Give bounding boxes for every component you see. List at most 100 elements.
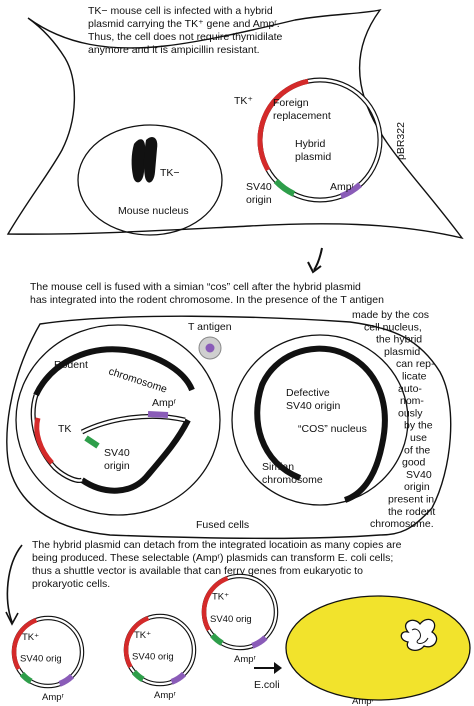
amp-label: Ampʳ	[154, 690, 177, 701]
bacterial-chromosome-icon	[400, 618, 438, 652]
pbr322-label: pBR322	[395, 122, 407, 160]
ecoli-label: E.coli	[254, 679, 280, 691]
svg-text:has integrated into the rodent: has integrated into the rodent chromosom…	[30, 294, 384, 306]
caption-middle-line-1: The mouse cell is fused with a simian “c…	[30, 281, 361, 293]
tk-segment	[11, 617, 38, 671]
caption-middle-right-line-17: the rodent	[388, 506, 435, 518]
sv40-orig-label: SV40 orig	[132, 652, 174, 663]
tk-plus-label: TK⁺	[22, 632, 39, 643]
svg-text:The hybrid plasmid can detach: The hybrid plasmid can detach from the i…	[32, 539, 402, 551]
rodent-chromosome-lower	[80, 418, 191, 494]
panel-shuttle: The hybrid plasmid can detach from the i…	[5, 539, 471, 706]
amp-segment	[339, 182, 363, 200]
caption-middle-right-line-12: of the	[404, 444, 430, 456]
transform-arrow-icon	[254, 662, 282, 674]
caption-middle-right-line-2: cell nucleus,	[364, 321, 422, 333]
caption-bottom-line-4: prokaryotic cells.	[32, 578, 110, 590]
cos-nucleus-label: “COS” nucleus	[298, 423, 367, 435]
rodent-label: Rodent	[54, 359, 88, 371]
down-arrow-icon	[307, 247, 323, 274]
svg-text:thus a shuttle vector is avail: thus a shuttle vector is available that …	[32, 565, 363, 577]
sv40-origin-label-2: origin	[246, 194, 272, 206]
sv40-origin-segment-2	[84, 435, 100, 449]
sv40-origin-segment	[131, 669, 145, 683]
caption-middle-right-line-18: chromosome.	[370, 518, 434, 530]
mouse-nucleus-label: Mouse nucleus	[118, 205, 189, 217]
hybrid-plasmid	[257, 77, 383, 203]
caption-middle-right-line-4: plasmid	[384, 346, 420, 358]
sv40-origin-label-4: origin	[104, 460, 130, 472]
tk-plus-label: TK⁺	[234, 95, 253, 107]
caption-bottom: The hybrid plasmid can detach from the i…	[32, 539, 402, 590]
tk-plus-label: TK⁺	[212, 591, 229, 602]
defective-origin-mark	[281, 359, 295, 368]
mouse-nucleus	[77, 124, 223, 236]
tk-foreign-segment	[257, 78, 309, 172]
caption-middle-line-2: has integrated into the rodent chromosom…	[30, 294, 384, 306]
svg-text:being produced. These selectab: being produced. These selectable (Ampʳ) …	[32, 552, 393, 564]
amp-label-2: Ampʳ	[152, 397, 177, 409]
amp-label: Ampʳ	[234, 654, 257, 665]
mouse-cell-outline	[6, 8, 464, 240]
hybrid-plasmid-label-2: plasmid	[295, 151, 331, 163]
sv40-origin-segment	[210, 633, 224, 646]
cos-nucleus	[231, 334, 409, 506]
amp-segment	[170, 671, 187, 685]
caption-bottom-line-2: being produced. These selectable (Ampʳ) …	[32, 552, 393, 564]
sv40-orig-label: SV40 orig	[210, 614, 252, 625]
hybrid-plasmid-label-1: Hybrid	[295, 138, 326, 150]
caption-middle-right-line-3: the hybrid	[376, 334, 422, 346]
amp-label: Ampʳ	[330, 181, 355, 193]
svg-text:plasmid carrying the TK⁺ gene: plasmid carrying the TK⁺ gene and Ampʳ.	[88, 18, 280, 30]
tk-segment	[34, 417, 54, 465]
tk-label: TK	[58, 423, 71, 435]
caption-middle-right-line-11: use	[410, 432, 427, 444]
defective-label-2: SV40 origin	[286, 400, 340, 412]
caption-top-line-4: anymore and it is ampicillin resistant.	[88, 44, 260, 56]
amp-segment	[251, 635, 268, 649]
defective-label-1: Defective	[286, 387, 330, 399]
caption-middle-right-line-13: good	[402, 457, 426, 469]
ecoli-cell	[285, 595, 471, 701]
amp-segment	[58, 673, 75, 687]
fused-cells-label: Fused cells	[196, 519, 249, 531]
caption-bottom-line-3: thus a shuttle vector is available that …	[32, 565, 363, 577]
caption-bottom-line-1: The hybrid plasmid can detach from the i…	[32, 539, 402, 551]
caption-middle: The mouse cell is fused with a simian “c…	[30, 281, 384, 306]
caption-top: TK− mouse cell is infected with a hybrid…	[88, 5, 283, 56]
caption-top-line-2: plasmid carrying the TK⁺ gene and Ampʳ.	[88, 18, 280, 30]
caption-middle-right-line-6: licate	[402, 371, 427, 383]
caption-middle-right-line-16: present in	[388, 494, 434, 506]
t-antigen-label: T antigen	[188, 321, 232, 333]
chromosome-label: chromosome	[107, 365, 169, 395]
sv40-origin-label-1: SV40	[246, 181, 272, 193]
svg-text:prokaryotic cells.: prokaryotic cells.	[32, 578, 110, 590]
foreign-label-1: Foreign	[273, 97, 309, 109]
sv40-orig-label: SV40 orig	[20, 654, 62, 665]
caption-middle-right-line-1: made by the cos	[352, 309, 429, 321]
rodent-nucleus	[15, 324, 221, 516]
simian-label-1: Simian	[262, 461, 294, 473]
amp-label: Ampʳ	[352, 696, 375, 706]
sv40-origin-label-3: SV40	[104, 447, 130, 459]
caption-middle-right-line-15: origin	[404, 481, 430, 493]
caption-middle-right-line-5: can rep-	[396, 358, 435, 370]
tk-plus-label: TK⁺	[134, 630, 151, 641]
caption-top-line-1: TK− mouse cell is infected with a hybrid	[88, 5, 273, 17]
amp-label: Ampʳ	[42, 692, 65, 703]
curved-arrow-icon	[5, 544, 23, 626]
simian-label-2: chromosome	[262, 474, 323, 486]
svg-text:Thus, the cell does not requir: Thus, the cell does not require thymidil…	[88, 31, 283, 43]
tk-minus-label: TK−	[160, 167, 180, 179]
tk-segment	[123, 615, 150, 669]
caption-middle-right-line-8: nom-	[400, 395, 424, 407]
svg-text:anymore and it is ampicillin r: anymore and it is ampicillin resistant.	[88, 44, 260, 56]
rodent-chromosome-upper	[33, 346, 195, 397]
caption-middle-right-line-7: auto-	[398, 383, 422, 395]
caption-middle-right-line-10: by the	[404, 420, 433, 432]
foreign-label-2: replacement	[273, 110, 331, 122]
